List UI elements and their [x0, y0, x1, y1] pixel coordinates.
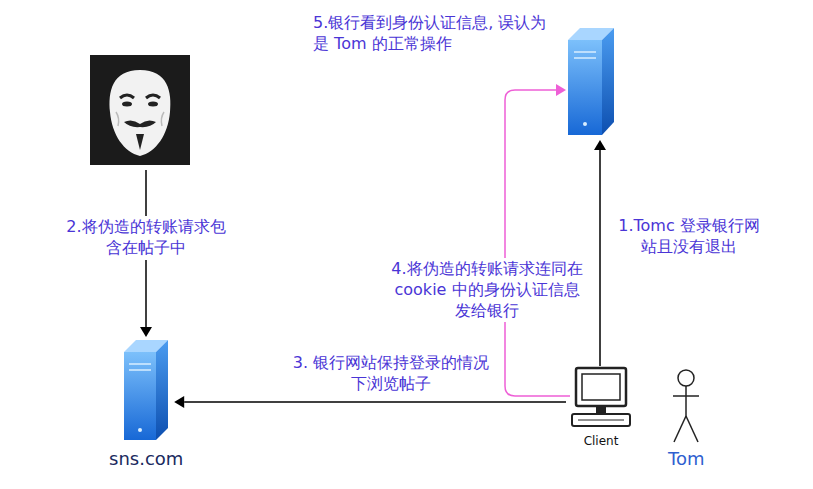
connector — [174, 396, 566, 408]
arrow-head — [556, 84, 566, 96]
node-box: Tom — [668, 368, 704, 469]
annotation-text: 2.将伪造的转账请求包含在帖子中 — [62, 216, 230, 260]
bank-server-icon — [568, 28, 614, 135]
arrow-head — [140, 327, 152, 337]
edge-label: 3. 银行网站保持登录的情况下浏览帖子 — [288, 352, 494, 396]
node-box: sns.com — [109, 340, 183, 469]
arrow-head — [594, 140, 606, 150]
client-bank-line — [599, 144, 601, 366]
annotation-text: 1.Tomc 登录银行网站且没有退出 — [610, 215, 768, 259]
person-icon — [671, 368, 701, 444]
annotation-text: 4.将伪造的转账请求连同在 cookie 中的身份认证信息发给银行 — [386, 258, 588, 322]
connector-line — [184, 401, 566, 403]
node-label: Client — [570, 434, 632, 448]
node-label: Tom — [668, 448, 704, 469]
computer-icon — [570, 366, 632, 428]
forged-request-line — [505, 90, 570, 396]
node-label: sns.com — [109, 448, 183, 469]
node-box: Client — [570, 366, 632, 448]
hacker-icon — [90, 55, 190, 165]
arrow-head — [174, 396, 184, 408]
server-icon — [124, 340, 168, 440]
annotation-text: 5.银行看到身份认证信息, 误认为是 Tom 的正常操作 — [310, 12, 550, 56]
